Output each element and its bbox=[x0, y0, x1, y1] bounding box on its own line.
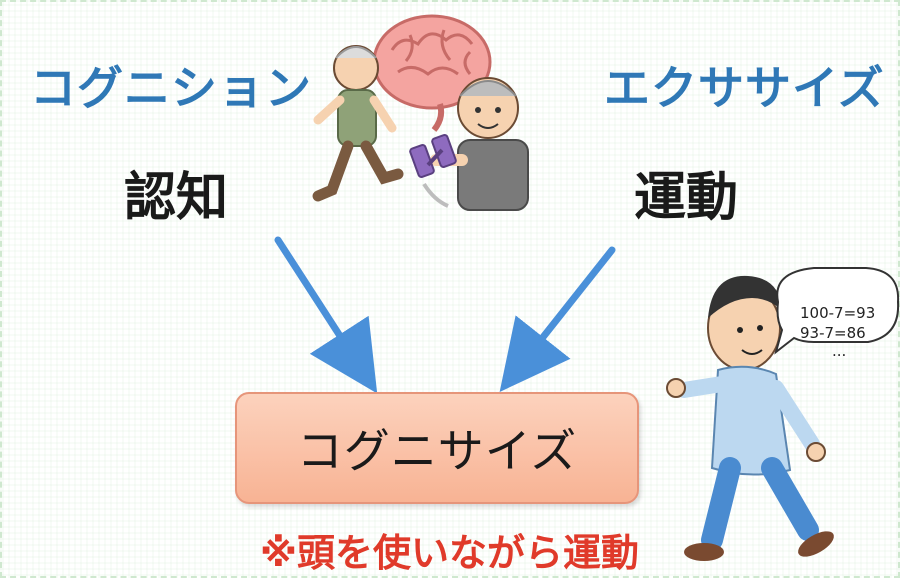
elderly-exercisers-illustration bbox=[312, 14, 529, 211]
note-text: ※頭を使いながら運動 bbox=[260, 531, 639, 575]
speech-bubble bbox=[774, 267, 900, 355]
bubble-line-1: 100-7=93 bbox=[800, 304, 876, 322]
bubble-line-3: ... bbox=[832, 342, 847, 360]
left-arrow bbox=[274, 236, 378, 394]
walking-man-illustration bbox=[666, 267, 900, 561]
cognition-label: コグニション bbox=[30, 61, 312, 115]
exercise-label: エクササイズ bbox=[604, 61, 885, 115]
cognicise-label: コグニサイズ bbox=[296, 424, 578, 478]
cognicise-box: コグニサイズ bbox=[235, 392, 639, 504]
right-arrow bbox=[499, 246, 616, 392]
undou-label: 運動 bbox=[634, 168, 739, 228]
ninchi-label: 認知 bbox=[124, 168, 229, 228]
bubble-line-2: 93-7=86 bbox=[800, 324, 866, 342]
